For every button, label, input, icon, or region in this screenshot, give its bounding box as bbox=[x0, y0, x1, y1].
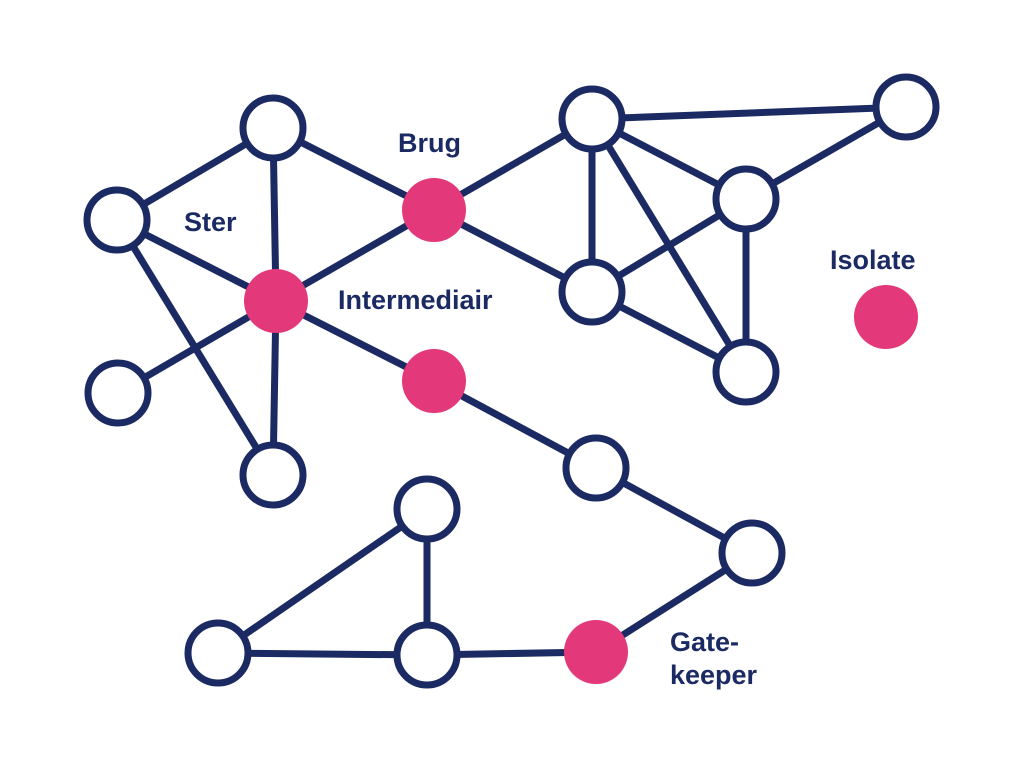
node-P bbox=[393, 475, 461, 543]
label-isolate: Isolate bbox=[830, 245, 916, 275]
node-G-highlighted bbox=[402, 349, 466, 413]
node-O bbox=[718, 519, 786, 587]
node-J bbox=[712, 165, 780, 233]
node-I bbox=[872, 73, 940, 141]
label-intermediair: Intermediair bbox=[338, 285, 493, 315]
edge-H-I bbox=[591, 103, 907, 123]
node-M-highlighted bbox=[854, 285, 918, 349]
edge-Q-P bbox=[216, 506, 429, 656]
node-N bbox=[562, 434, 630, 502]
node-S-highlighted bbox=[564, 620, 628, 684]
label-gatekeeper-line1: Gate- bbox=[670, 627, 740, 657]
node-B bbox=[83, 186, 151, 254]
label-gatekeeper-line2: keeper bbox=[670, 660, 758, 690]
node-K bbox=[558, 258, 626, 326]
label-ster: Ster bbox=[184, 207, 237, 237]
label-brug: Brug bbox=[398, 128, 461, 158]
node-D-highlighted bbox=[244, 269, 308, 333]
node-E bbox=[84, 359, 152, 427]
node-F bbox=[239, 441, 307, 509]
edge-R-Q bbox=[217, 649, 428, 659]
node-R bbox=[393, 621, 461, 689]
node-C-highlighted bbox=[402, 178, 466, 242]
node-H bbox=[558, 85, 626, 153]
node-Q bbox=[184, 619, 252, 687]
node-A bbox=[239, 94, 307, 162]
node-L bbox=[712, 338, 780, 406]
